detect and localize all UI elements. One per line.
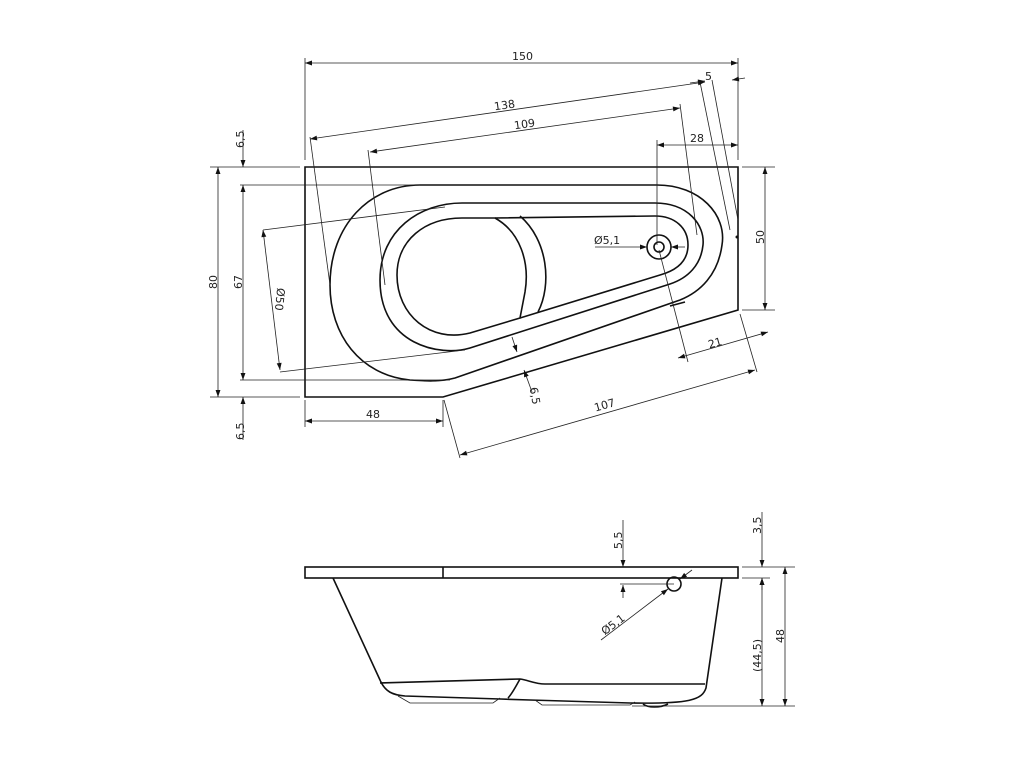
dim-left-straight: 48 [366,408,380,421]
basin-foot [494,215,689,319]
basin-head [396,217,527,336]
dim-rim-thickness: 3,5 [751,517,764,535]
dim-inner-diagonal: 109 [513,117,536,133]
foot-right [534,699,636,706]
dim-basin-depth: (44,5) [751,639,764,672]
bottom-contour [379,678,705,685]
dimension-lines [215,60,769,456]
dim-rim-slant: 6,5 [527,386,543,405]
dim-rim-top: 6,5 [234,131,247,149]
extension-lines [210,58,775,459]
dim-offset-5: 5 [705,70,712,83]
side-extension-lines [620,566,795,707]
dim-drain-offset: 28 [690,132,704,145]
dim-overall-width: 80 [207,275,220,289]
dim-total-height: 48 [774,629,787,643]
dim-right-depth: 50 [754,230,767,244]
drain-outer [646,234,672,260]
corner-point [735,235,739,239]
dim-drain-to-edge: 21 [707,335,724,351]
dim-drain-diameter: Ø5,1 [594,234,620,247]
dim-slant-length: 107 [593,396,617,414]
dim-overflow-offset: 5,5 [612,532,625,550]
bottom-step [507,678,521,699]
outer-rim-contour [329,184,724,382]
side-dimension-lines [600,512,788,706]
foot-drain [642,703,669,708]
dim-diagonal-length: 138 [493,98,516,114]
tub-outline-top [304,166,739,398]
side-view: 3,5 5,5 Ø5,1 (44,5) 48 [304,512,795,708]
rim-profile [304,566,739,579]
top-view: 150 138 5 109 28 50 80 67 6,5 6,5 Ø50 Ø5… [207,50,775,459]
dim-inner-width: 67 [232,275,245,289]
foot-left [397,695,501,704]
middle-contour [379,202,704,352]
drain-inner [653,241,665,253]
overflow-mark [669,301,686,307]
tub-body-profile [332,577,723,704]
dim-overflow-diameter: Ø5,1 [599,612,628,638]
basin-step [519,215,547,313]
dim-overall-length: 150 [512,50,533,63]
dim-rim-bottom: 6,5 [234,423,247,441]
dim-basin-diameter: Ø50 [272,287,287,311]
